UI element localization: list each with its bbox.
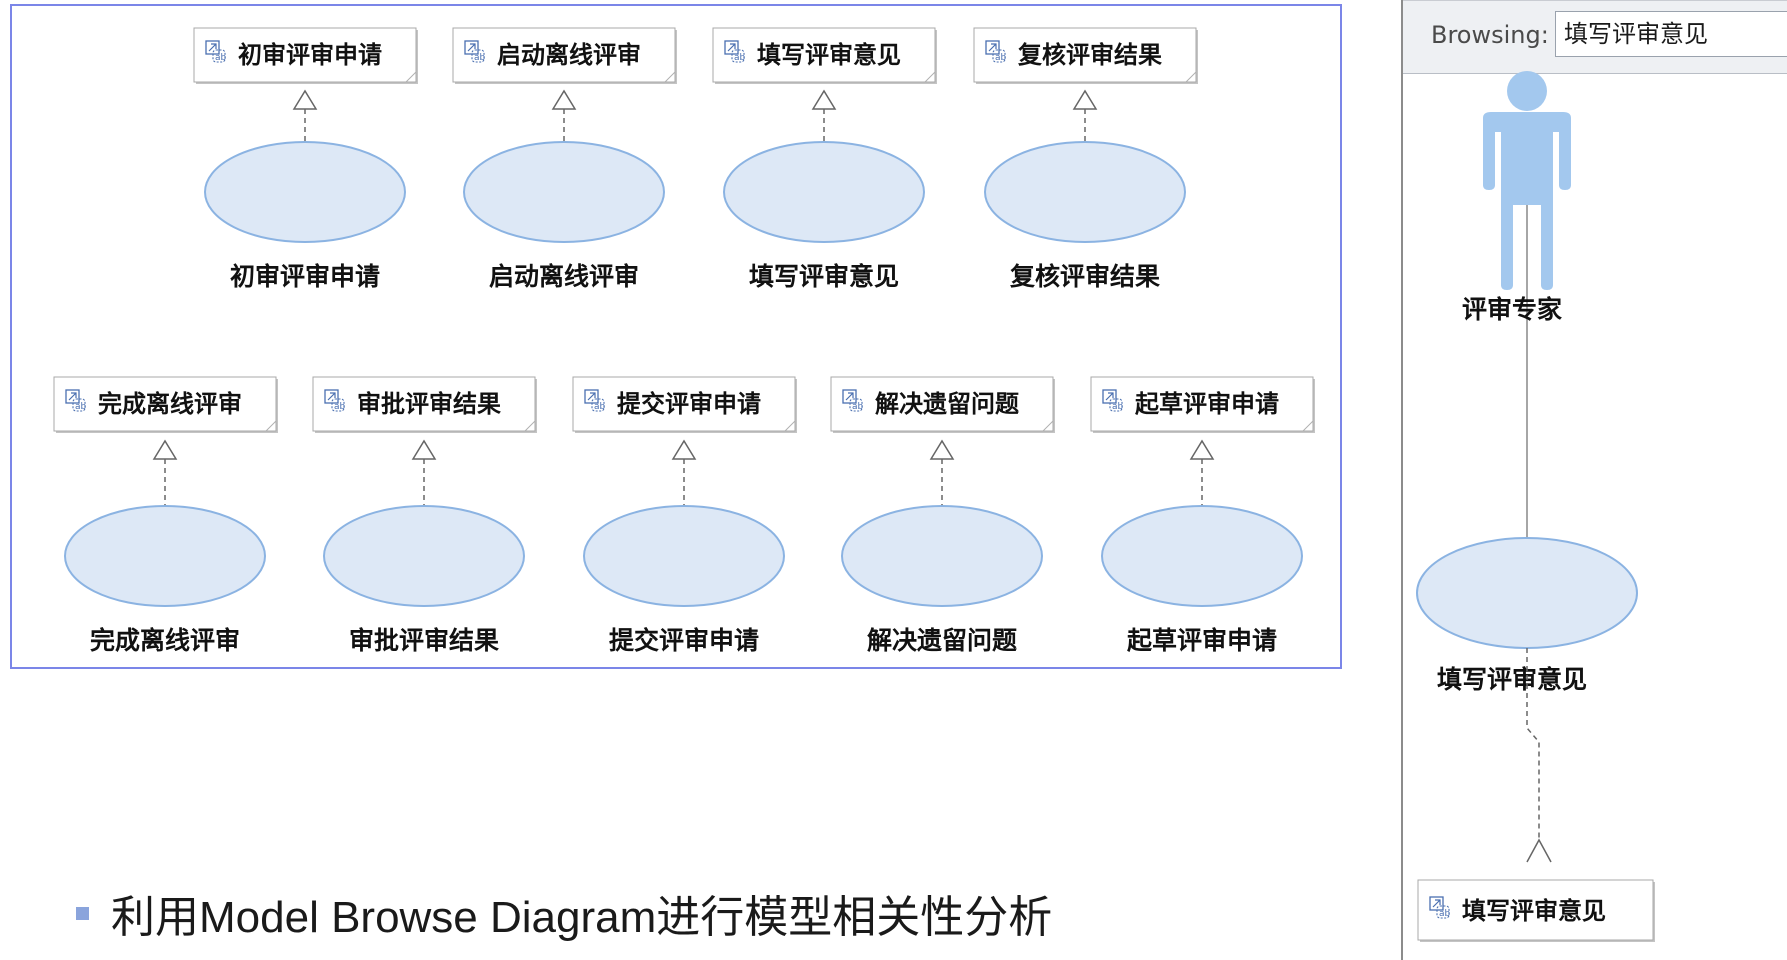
browse-toolbar: Browsing: 填写评审意见 [1403, 0, 1787, 74]
browse-element-label: 填写评审意见 [1462, 897, 1606, 925]
usecase-r1-2[interactable]: 填写评审意见 [723, 141, 925, 291]
element-box-r2-3[interactable]: ab 解决遗留问题 [830, 376, 1055, 433]
element-box-r1-1[interactable]: ab 启动离线评审 [452, 27, 677, 84]
element-box-r1-0[interactable]: ab 初审评审申请 [193, 27, 418, 84]
realization-arrow [929, 439, 955, 506]
element-label: 完成离线评审 [98, 390, 242, 418]
element-label: 复核评审结果 [1017, 41, 1162, 69]
svg-text:ab: ab [734, 53, 746, 63]
usecase-label: 启动离线评审 [489, 262, 639, 291]
element-label: 初审评审申请 [238, 41, 382, 69]
element-icon: ab [65, 389, 87, 412]
realization-arrow [1189, 439, 1215, 506]
element-icon: ab [842, 389, 864, 412]
element-box-r2-1[interactable]: ab 审批评审结果 [312, 376, 537, 433]
svg-text:ab: ab [474, 53, 486, 63]
bullet-text: 利用Model Browse Diagram进行模型相关性分析 [111, 893, 1053, 942]
element-icon: ab [1429, 896, 1451, 919]
element-icon: ab [584, 389, 606, 412]
element-box-r1-2[interactable]: ab 填写评审意见 [712, 27, 937, 84]
element-icon: ab [1102, 389, 1124, 412]
browse-usecase-label: 填写评审意见 [1437, 665, 1587, 694]
browsing-field[interactable]: 填写评审意见 [1555, 11, 1787, 57]
element-label: 提交评审申请 [617, 390, 761, 418]
element-label: 填写评审意见 [757, 41, 901, 69]
browse-usecase[interactable]: 填写评审意见 [1416, 537, 1638, 694]
usecase-r1-0[interactable]: 初审评审申请 [204, 141, 406, 291]
element-icon: ab [724, 40, 746, 63]
realization-arrow [671, 439, 697, 506]
element-icon: ab [985, 40, 1007, 63]
usecase-r2-0[interactable]: 完成离线评审 [64, 505, 266, 655]
bullet-marker [76, 906, 89, 920]
realization-arrow [411, 439, 437, 506]
usecase-r1-3[interactable]: 复核评审结果 [984, 141, 1186, 291]
svg-text:ab: ab [215, 53, 227, 63]
svg-text:ab: ab [1112, 402, 1124, 412]
realization-arrow [152, 439, 178, 506]
element-box-r2-4[interactable]: ab 起草评审申请 [1090, 376, 1315, 433]
usecase-label: 审批评审结果 [349, 626, 499, 655]
svg-text:ab: ab [995, 53, 1007, 63]
usecase-r2-4[interactable]: 起草评审申请 [1101, 505, 1303, 655]
svg-text:ab: ab [1439, 909, 1451, 919]
usecase-label: 完成离线评审 [90, 626, 240, 655]
usecase-label: 复核评审结果 [1010, 262, 1160, 291]
realization-arrow [811, 89, 837, 142]
element-label: 起草评审申请 [1134, 390, 1279, 418]
realization-arrow [551, 89, 577, 142]
usecase-r2-2[interactable]: 提交评审申请 [583, 505, 785, 655]
usecase-label: 提交评审申请 [609, 626, 759, 655]
element-icon: ab [324, 389, 346, 412]
actor-figure[interactable]: 评审专家 [1462, 71, 1571, 324]
element-label: 解决遗留问题 [875, 390, 1019, 418]
element-box-r2-0[interactable]: ab 完成离线评审 [53, 376, 278, 433]
bullet-item: 利用Model Browse Diagram进行模型相关性分析 [76, 888, 1052, 942]
element-box-r2-2[interactable]: ab 提交评审申请 [572, 376, 797, 433]
browse-realization [1526, 648, 1552, 863]
browse-element-box[interactable]: ab 填写评审意见 [1417, 879, 1655, 942]
usecase-r2-3[interactable]: 解决遗留问题 [841, 505, 1043, 655]
realization-arrow [292, 89, 318, 142]
svg-text:ab: ab [594, 402, 606, 412]
element-label: 启动离线评审 [497, 41, 641, 69]
element-icon: ab [205, 40, 227, 63]
browsing-label: Browsing: [1431, 21, 1549, 49]
usecase-r1-1[interactable]: 启动离线评审 [463, 141, 665, 291]
svg-text:ab: ab [334, 402, 346, 412]
usecase-label: 初审评审申请 [230, 262, 380, 291]
element-icon: ab [464, 40, 486, 63]
usecase-label: 解决遗留问题 [867, 626, 1017, 655]
actor-label: 评审专家 [1462, 295, 1562, 324]
realization-arrow [1072, 89, 1098, 142]
element-label: 审批评审结果 [357, 390, 501, 418]
element-box-r1-3[interactable]: ab 复核评审结果 [973, 27, 1198, 84]
usecase-label: 填写评审意见 [749, 262, 899, 291]
usecase-r2-1[interactable]: 审批评审结果 [323, 505, 525, 655]
svg-text:ab: ab [75, 402, 87, 412]
usecase-label: 起草评审申请 [1127, 626, 1277, 655]
svg-text:ab: ab [852, 402, 864, 412]
